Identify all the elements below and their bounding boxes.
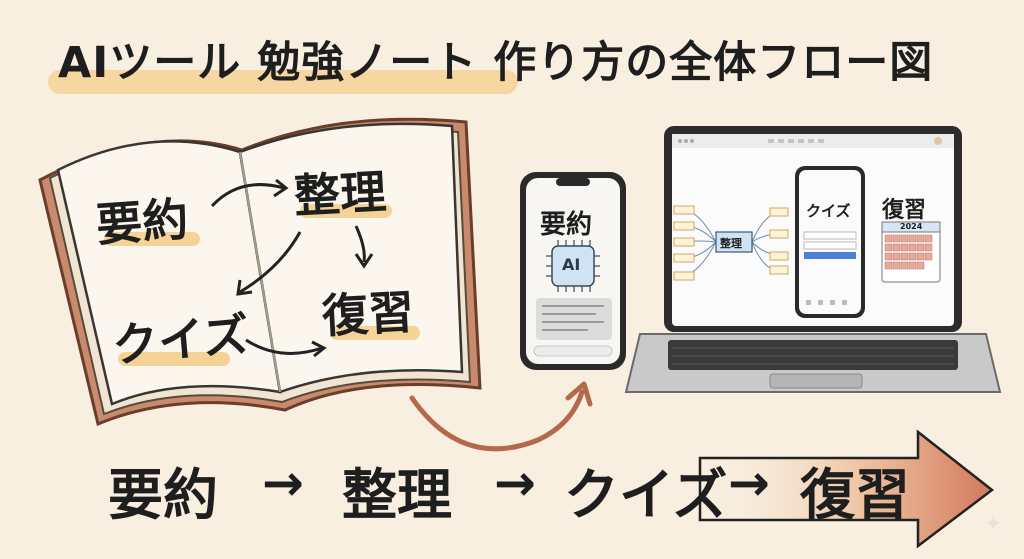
phone-notch xyxy=(556,178,590,186)
arrow-quiz-to-review xyxy=(245,338,323,355)
page-title: AIツール 勉強ノート 作り方の全体フロー図 xyxy=(58,38,934,88)
highlight-organize xyxy=(300,204,392,218)
flow-arrow-2: → xyxy=(494,454,536,512)
highlight-summary xyxy=(104,232,200,246)
phone-heading: 要約 xyxy=(540,210,593,240)
flow-arrow-3: → xyxy=(728,454,770,512)
flow-step-2: 整理 xyxy=(342,463,453,527)
mindmap-center-node xyxy=(715,231,753,253)
arrow-organize-to-quiz xyxy=(239,231,302,294)
phone-input-bar xyxy=(533,345,613,357)
flow-step-4: 復習 xyxy=(800,463,911,527)
laptop-trackpad xyxy=(769,373,863,389)
big-flow-arrow xyxy=(698,429,995,549)
mindmap-nodes xyxy=(673,205,789,281)
laptop-review-label: 復習 xyxy=(882,198,927,223)
highlight-review xyxy=(330,326,420,340)
arrow-organize-to-review xyxy=(354,225,366,263)
quiz-options xyxy=(803,231,857,250)
arrow-summary-to-organize xyxy=(210,183,285,208)
title-highlight xyxy=(48,70,518,94)
quiz-submit-button xyxy=(804,252,856,259)
highlight-quiz xyxy=(118,352,230,366)
flow-arrow-1: → xyxy=(262,454,304,512)
ai-chip-label: AI xyxy=(562,255,581,274)
calendar-year: 2024 xyxy=(900,222,923,231)
notebook-right-page xyxy=(238,122,464,394)
laptop-quiz-label: クイズ xyxy=(806,202,851,220)
flow-step-3: クイズ xyxy=(564,463,728,527)
mindmap-center-label: 整理 xyxy=(720,237,742,250)
flow-step-1: 要約 xyxy=(108,463,219,527)
arrow-book-to-devices xyxy=(409,389,585,452)
sparkle-icon: ✦ xyxy=(984,512,1003,537)
